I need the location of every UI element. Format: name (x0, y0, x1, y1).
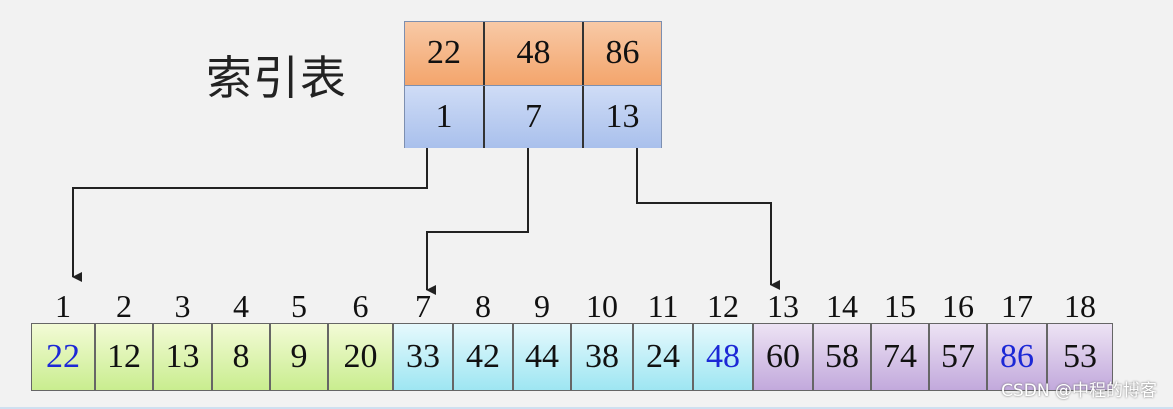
block-1-cell: 20 (328, 323, 393, 391)
index-key-cell: 22 (405, 22, 485, 85)
position-label: 16 (942, 288, 974, 324)
block-3-cell: 60 (753, 323, 813, 391)
block-1-cell: 13 (153, 323, 212, 391)
position-label: 17 (1001, 288, 1033, 324)
block-2-cell: 38 (571, 323, 633, 391)
position-label: 1 (55, 288, 71, 324)
block-3-cell: 74 (871, 323, 929, 391)
block-1-cell: 22 (31, 323, 95, 391)
block-2-cell: 33 (393, 323, 453, 391)
block-2-cell: 44 (513, 323, 571, 391)
arrow-to-block-2 (426, 148, 529, 295)
index-start-row: 1 7 13 (405, 85, 661, 148)
block-3-cell: 53 (1047, 323, 1113, 391)
index-start-cell: 1 (405, 85, 485, 148)
block-3-cell: 57 (929, 323, 987, 391)
position-label: 15 (884, 288, 916, 324)
index-key-cell: 48 (485, 22, 584, 85)
position-label: 9 (534, 288, 550, 324)
index-table-title: 索引表 (206, 51, 347, 105)
position-label: 14 (826, 288, 858, 324)
position-label: 11 (647, 288, 679, 324)
index-key-row: 22 48 86 (405, 22, 661, 86)
arrow-to-block-1 (72, 148, 428, 282)
block-1-cell: 8 (212, 323, 270, 391)
index-table: 22 48 86 1 7 13 (404, 21, 662, 148)
position-label: 8 (475, 288, 491, 324)
position-label: 2 (116, 288, 132, 324)
bottom-divider (0, 407, 1173, 409)
position-label: 4 (233, 288, 249, 324)
index-start-cell: 13 (605, 97, 640, 135)
position-label: 18 (1064, 288, 1096, 324)
block-2-cell: 24 (633, 323, 693, 391)
position-label: 3 (174, 288, 191, 324)
index-key-cell: 86 (605, 34, 640, 72)
block-2-cell: 48 (693, 323, 753, 391)
position-label: 10 (586, 288, 618, 324)
position-label: 13 (767, 288, 799, 324)
block-1-cell: 9 (270, 323, 328, 391)
position-label: 5 (291, 288, 307, 324)
position-label: 12 (707, 288, 739, 324)
position-label: 7 (415, 288, 431, 324)
arrow-to-block-3 (636, 148, 780, 290)
block-3-cell: 58 (813, 323, 871, 391)
block-2-cell: 42 (453, 323, 513, 391)
position-label: 6 (352, 288, 369, 324)
index-start-cell: 7 (485, 85, 584, 148)
watermark: CSDN @中程的博客 (1001, 381, 1157, 401)
block-3-cell: 86 (987, 323, 1047, 391)
block-1-cell: 12 (95, 323, 153, 391)
